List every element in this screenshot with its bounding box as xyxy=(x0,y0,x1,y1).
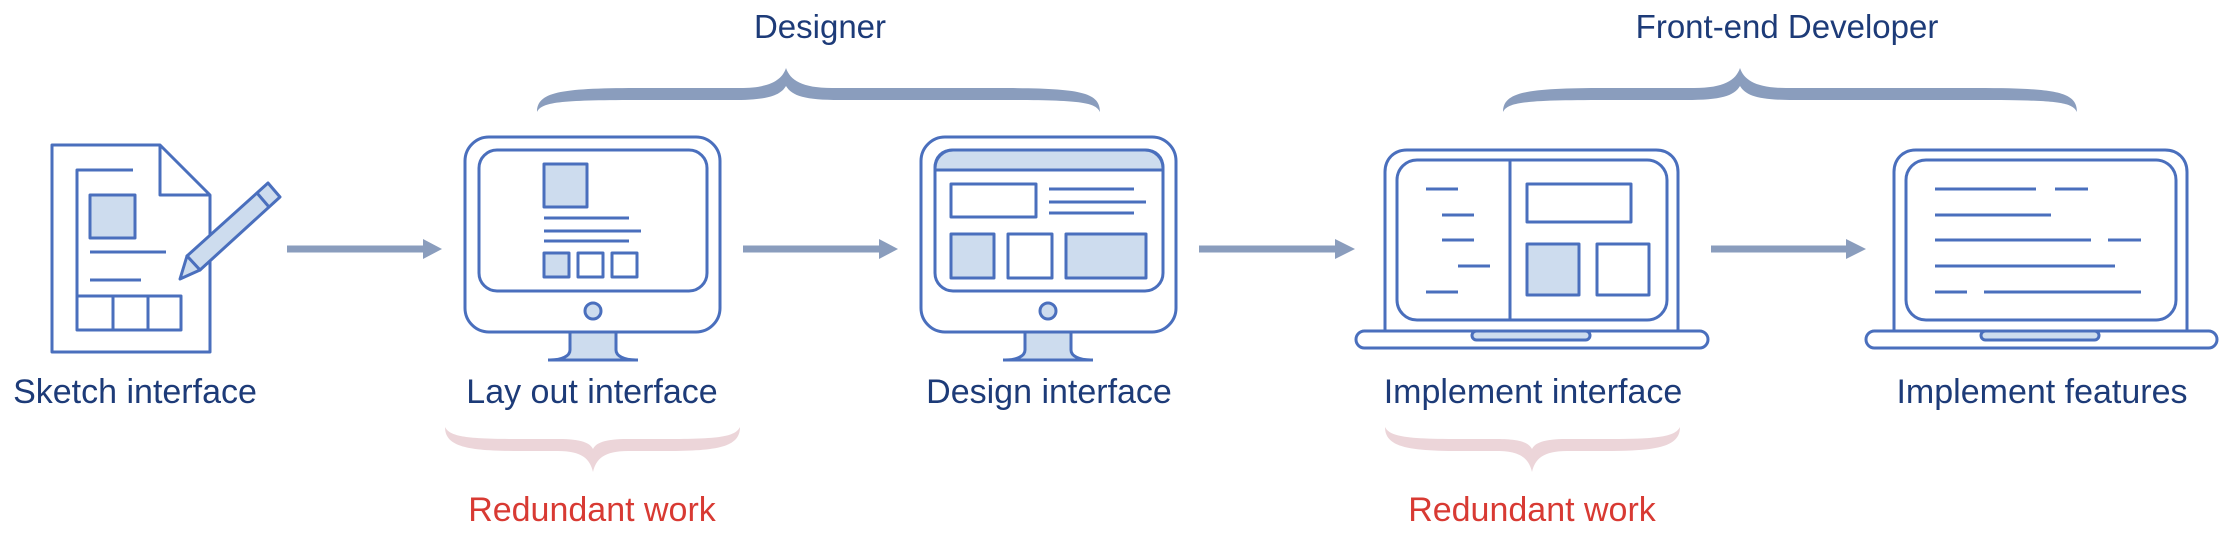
step-label-implement-interface: Implement interface xyxy=(1384,373,1683,411)
frontend-developer-brace xyxy=(1503,68,2077,112)
sketch-document-pencil-icon xyxy=(50,143,282,354)
flow-arrow-2 xyxy=(743,239,898,259)
flow-arrow-1 xyxy=(287,239,442,259)
role-label-designer: Designer xyxy=(754,8,886,45)
redundant-work-brace-1 xyxy=(445,427,740,472)
step-label-sketch-interface: Sketch interface xyxy=(13,373,257,411)
laptop-code-lines-icon xyxy=(1864,148,2219,350)
step-label-design-interface: Design interface xyxy=(926,373,1172,411)
redundant-work-label-1: Redundant work xyxy=(468,491,717,529)
redundant-work-brace-2 xyxy=(1385,427,1680,472)
redundant-work-label-2: Redundant work xyxy=(1408,491,1657,529)
flow-arrow-3 xyxy=(1199,239,1355,259)
desktop-monitor-design-icon xyxy=(919,135,1178,362)
laptop-split-layout-icon xyxy=(1354,148,1710,350)
step-label-implement-features: Implement features xyxy=(1896,373,2187,411)
role-label-frontend-developer: Front-end Developer xyxy=(1636,8,1939,45)
designer-brace xyxy=(537,68,1100,112)
desktop-monitor-wireframe-icon xyxy=(463,135,722,362)
flow-arrow-4 xyxy=(1711,239,1866,259)
step-label-lay-out-interface: Lay out interface xyxy=(466,373,717,411)
